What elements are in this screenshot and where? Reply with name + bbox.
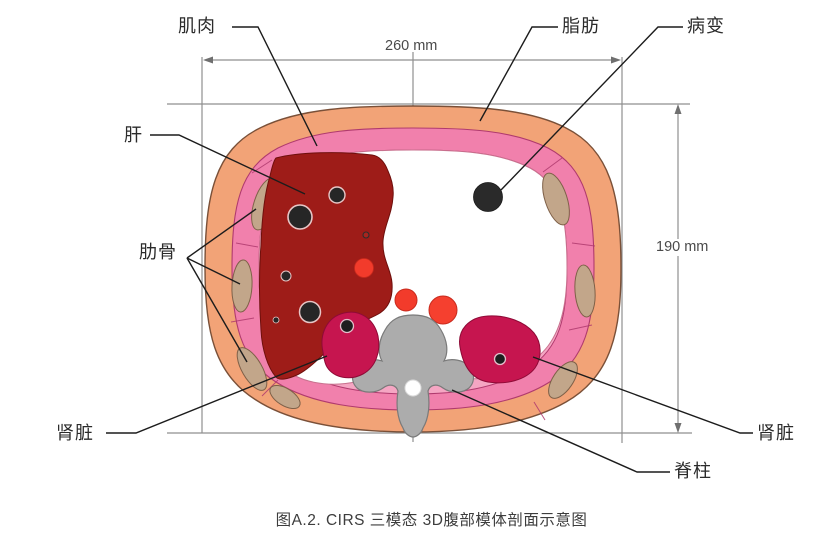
lesion-label: 病变 xyxy=(687,16,725,36)
liver-small-ring xyxy=(362,231,370,239)
liver-lesion-circle xyxy=(298,300,322,324)
vessel-circle-left xyxy=(394,288,418,312)
spine-shape xyxy=(351,314,475,438)
ribs-pointer-line xyxy=(186,208,257,259)
liver-lesion-circle xyxy=(272,316,280,324)
arrow-down-icon xyxy=(674,423,682,433)
kidney-left-shape xyxy=(321,311,380,379)
muscle-label: 肌肉 xyxy=(178,16,216,36)
arrow-left-icon xyxy=(203,56,213,64)
kidney-right-pointer-line xyxy=(532,356,753,434)
rib-shape xyxy=(574,264,596,318)
arrow-right-icon xyxy=(611,56,621,64)
kidney-left-pointer-line xyxy=(106,355,328,434)
kidney-right-label: 肾脏 xyxy=(757,423,795,443)
rib-shape xyxy=(269,384,301,410)
liver-inserts xyxy=(272,186,374,324)
spine-label: 脊柱 xyxy=(674,461,712,481)
ribs-label: 肋骨 xyxy=(139,242,177,262)
spinal-cord-circle xyxy=(404,379,422,397)
ribs-pointer-line xyxy=(186,257,241,285)
kidney-left-dot xyxy=(339,318,355,334)
kidney-right-dot xyxy=(493,352,507,366)
liver-vessel-circle xyxy=(354,258,374,278)
height-dimension-label: 190 mm xyxy=(653,239,712,256)
rib-shape xyxy=(542,172,570,226)
spine-pointer-line xyxy=(451,389,670,473)
liver-lesion-circle xyxy=(287,204,313,230)
muscle-pointer-line xyxy=(232,26,318,147)
kidney-right-shape xyxy=(459,315,541,384)
liver-pointer-line xyxy=(150,134,306,195)
width-dimension-label: 260 mm xyxy=(385,38,438,54)
ribs-pointer-line xyxy=(186,257,248,363)
fat-label: 脂肪 xyxy=(562,16,600,36)
lesion-pointer-line xyxy=(500,26,683,191)
liver-lesion-circle xyxy=(328,186,346,204)
rib-shape xyxy=(231,259,253,313)
figure-caption: 图A.2. CIRS 三模态 3D腹部模体剖面示意图 xyxy=(275,512,588,529)
fat-pointer-line xyxy=(479,26,558,122)
arrow-up-icon xyxy=(674,104,682,114)
kidney-left-label: 肾脏 xyxy=(56,423,94,443)
lesion-circle xyxy=(473,182,503,212)
pointer-lines xyxy=(106,26,753,473)
vessel-circle-right xyxy=(428,295,458,325)
liver-lesion-circle xyxy=(280,270,292,282)
liver-label: 肝 xyxy=(124,125,143,145)
dimension-arrowheads xyxy=(203,56,682,433)
